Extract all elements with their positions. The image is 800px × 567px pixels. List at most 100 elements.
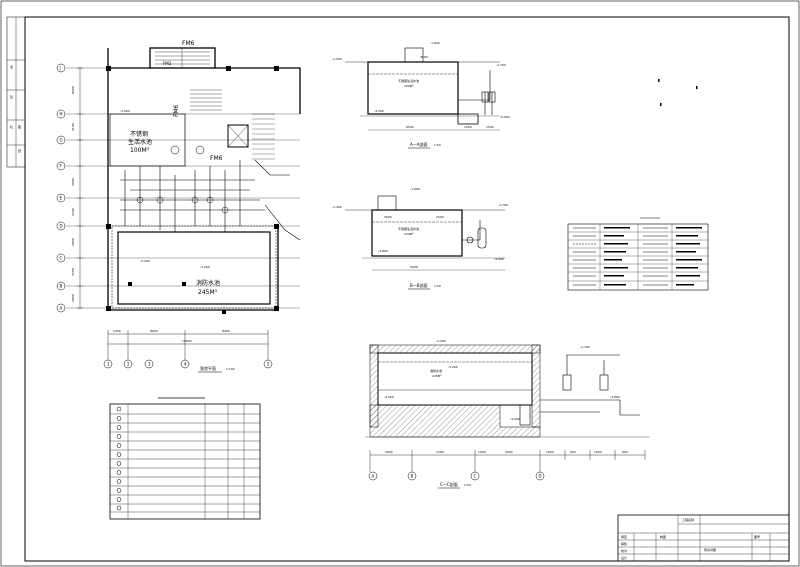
section-b-dim: 3000	[384, 215, 392, 219]
plan-fm2-label: FM2	[163, 61, 172, 66]
plan-tank-domestic-label: 生活水池	[128, 138, 152, 146]
section-b-scale: 1:50	[434, 284, 441, 288]
plan-dim-bottom: 8000	[150, 329, 158, 333]
grid-bubble	[56, 303, 66, 313]
section-c-dim: 800	[622, 450, 628, 454]
section-a: 不锈钢生活水池 100M³ -1.500 -1.600 -1.700 -4.50…	[332, 41, 510, 149]
plan-dim-bottom: 1300	[113, 329, 121, 333]
section-c-dim: 2000	[385, 450, 393, 454]
grid-col-label: 2	[127, 362, 130, 367]
section-c-title: C—C剖面	[440, 481, 458, 487]
grid-bubble	[56, 253, 66, 263]
section-a-dim: 1500	[464, 125, 472, 129]
section-c-elevation: -4.900	[510, 417, 520, 421]
plan-fm6-label: FM6	[173, 104, 180, 117]
grid-col-label: 4	[184, 362, 187, 367]
section-c-elevation: -4.500	[384, 395, 394, 399]
section-b-tank-volume: 100M³	[404, 232, 414, 236]
section-c-elevation: -3.200	[448, 365, 458, 369]
grid-row-label: J	[59, 66, 61, 71]
section-b-elevation: -1.600	[410, 187, 420, 191]
grid-bubble	[56, 161, 66, 171]
grid-col-label: 3	[148, 362, 151, 367]
section-b-tank-label: 不锈钢生活水池	[398, 226, 419, 231]
side-strip: 会 签 栏 图 纸	[6, 16, 26, 168]
plan-elevation: -3.200	[200, 265, 210, 269]
section-c-dim: 900	[570, 450, 576, 454]
section-a-elevation: -4.500	[374, 109, 384, 113]
section-b-dim: 2000	[436, 215, 444, 219]
section-b: 不锈钢生活水池 100M³ -1.400 -1.600 -1.700 -3.80…	[332, 187, 508, 290]
side-strip-label: 纸	[18, 148, 21, 153]
sheet-inner-border	[24, 16, 790, 562]
section-b-elevation: -4.000	[494, 257, 504, 261]
notes-table	[109, 397, 261, 520]
section-c: 2000 7200 1000 5000 1000 900 1000 800 A …	[365, 339, 650, 489]
main-plan: 8600 4100 3600 2500 3000 2500 3000 J H G…	[56, 40, 301, 373]
section-c-dim: 1000	[546, 450, 554, 454]
plan-dim-left: 2500	[71, 208, 75, 216]
grid-row-label: D	[60, 224, 63, 229]
section-c-scale: 1:50	[464, 483, 471, 487]
plan-dim-bottom: 8400	[222, 329, 230, 333]
title-block-project-label: 工程名称	[682, 517, 694, 522]
section-c-grid-label: B	[411, 474, 414, 479]
plan-tank-fire-label: 消防水池	[196, 279, 220, 287]
plan-dim-left: 2500	[71, 268, 75, 276]
grid-bubble	[56, 281, 66, 291]
plan-tank-domestic-label: 不锈钢	[130, 130, 148, 138]
section-c-dim: 7200	[436, 450, 444, 454]
plan-elevation: -3.200	[140, 259, 150, 263]
title-block-drawing-name: 泵房详图	[704, 547, 716, 552]
section-b-elevation: -3.800	[378, 249, 388, 253]
section-c-tank-label: 消防水池	[430, 368, 442, 373]
section-b-dim: 5000	[410, 265, 418, 269]
section-a-scale: 1:50	[434, 143, 441, 147]
title-block-row: 审定	[621, 534, 627, 539]
title-block-row: 校对	[621, 548, 627, 553]
grid-bubble	[56, 221, 66, 231]
side-strip-label: 栏	[10, 124, 13, 129]
section-b-elevation: -1.700	[498, 203, 508, 207]
title-block-drawing-no: 图号	[754, 534, 760, 539]
side-strip-label: 图	[18, 125, 21, 129]
section-a-dim: 4500	[420, 55, 428, 59]
legend-table	[567, 217, 709, 291]
plan-dim-left: 3600	[71, 178, 75, 186]
section-c-elevation: -1.700	[580, 345, 590, 349]
plan-dim-left: 8600	[71, 86, 75, 94]
grid-row-label: F	[60, 164, 63, 169]
section-c-grid-label: C	[474, 474, 477, 479]
grid-bubble	[56, 63, 66, 73]
section-b-elevation: -1.400	[332, 205, 342, 209]
section-c-elevation: -1.200	[436, 339, 446, 343]
section-a-elevation: -1.500	[332, 57, 342, 61]
side-strip-label: 会	[10, 64, 13, 69]
title-block-row: 设计	[621, 555, 627, 560]
plan-tank-fire-volume: 245M³	[198, 289, 218, 296]
section-c-elevation: -4.800	[610, 395, 620, 399]
grid-row-label: E	[60, 196, 63, 201]
plan-elevation: -3.500	[120, 109, 130, 113]
grid-bubble	[56, 109, 66, 119]
section-a-tank-label: 不锈钢生活水池	[398, 78, 419, 83]
title-block-row: 制图	[660, 534, 666, 539]
grid-row-label: H	[60, 112, 63, 117]
grid-row-label: B	[60, 284, 63, 289]
plan-dim-left: 3000	[71, 238, 75, 246]
grid-row-label: C	[60, 256, 63, 261]
section-c-dim: 5000	[505, 450, 513, 454]
section-a-dim: 1500	[486, 125, 494, 129]
plan-fm6-label: FM6	[182, 40, 195, 47]
plan-fm6-label: FM6	[210, 155, 223, 162]
grid-bubble	[56, 135, 66, 145]
section-a-dim: 6500	[406, 125, 414, 129]
section-a-title: A—A剖面	[410, 141, 427, 147]
section-a-elevation: -5.000	[500, 115, 510, 119]
grid-row-label: A	[60, 306, 63, 311]
grid-col-label: 1	[107, 362, 110, 367]
section-c-grid-label: D	[539, 474, 542, 479]
section-a-elevation: -1.600	[430, 41, 440, 45]
